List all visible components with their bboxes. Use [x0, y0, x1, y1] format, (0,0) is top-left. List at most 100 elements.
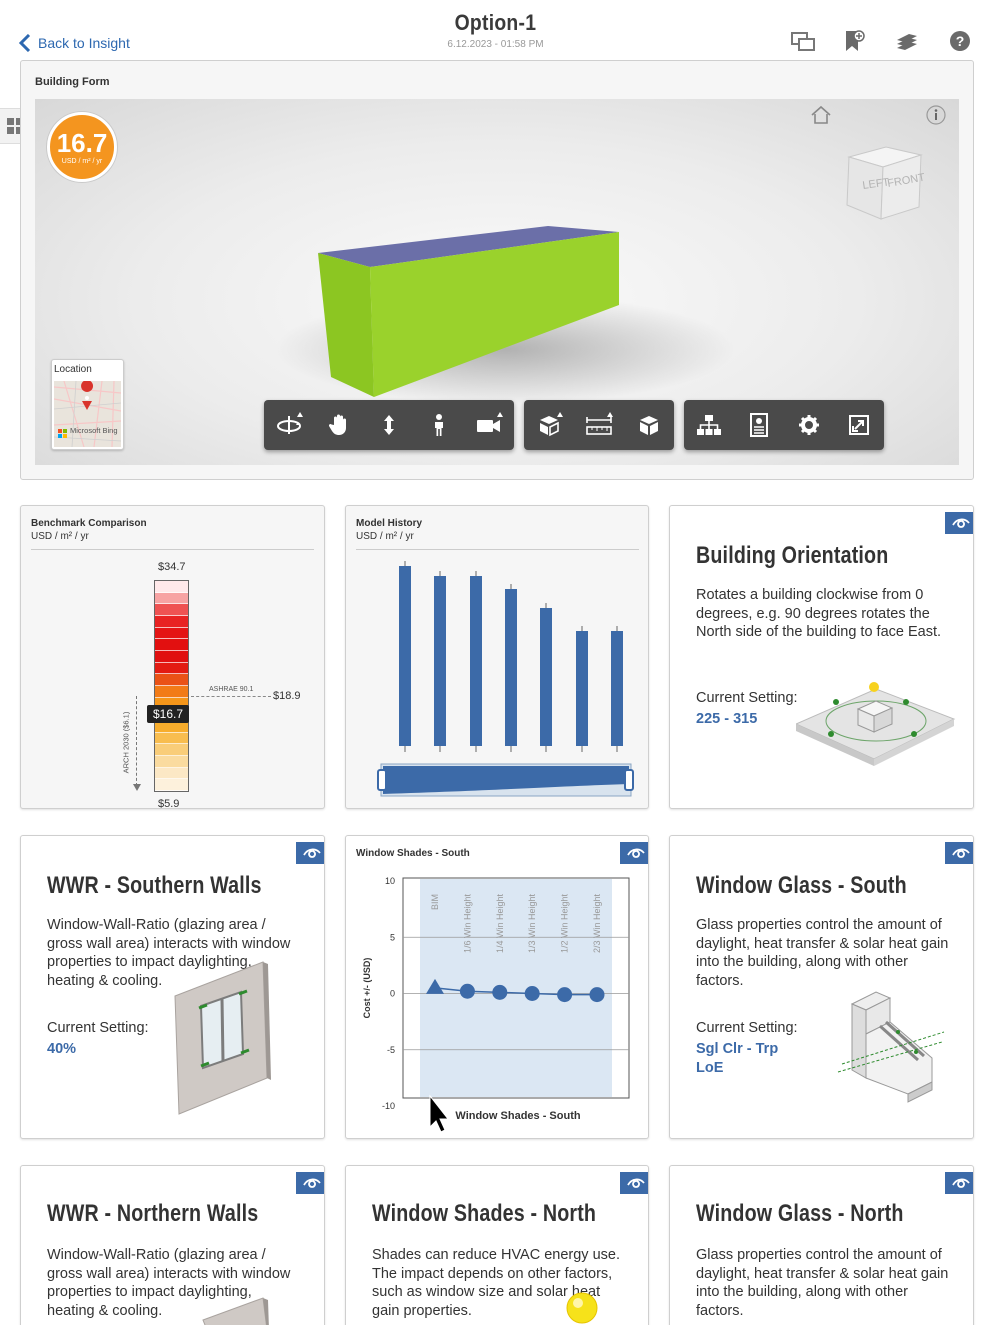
ashrae-value: $18.9: [273, 690, 301, 702]
current-setting-value: 225 - 315: [696, 711, 758, 727]
model-history-card[interactable]: Model History USD / m² / yr: [345, 505, 649, 809]
location-map: Microsoft Bing: [54, 381, 121, 447]
card-description: Glass properties control the amount of d…: [696, 1247, 949, 1319]
x-category-label: 1/6 Win Height: [462, 894, 472, 954]
wwr-wall-illustration: [202, 1297, 269, 1325]
arch-line: [136, 696, 142, 786]
y-tick-label: 0: [390, 989, 395, 999]
eye-swoosh-icon: [952, 1178, 970, 1188]
camera-button[interactable]: [469, 405, 509, 445]
card-title: Window Glass - South: [696, 872, 907, 899]
scale-stripe: [155, 767, 188, 780]
scale-stripe: [155, 732, 188, 745]
eye-swoosh-icon: [303, 848, 321, 858]
location-label: Location: [54, 364, 92, 375]
gear-icon: [799, 415, 819, 435]
ashrae-line: [191, 696, 271, 697]
history-bar: [470, 576, 482, 746]
explode-model-button[interactable]: [529, 405, 569, 445]
shades-north-card[interactable]: Window Shades - North Shades can reduce …: [345, 1165, 649, 1325]
bim-marker: [426, 978, 444, 994]
glass-north-card[interactable]: Window Glass - North Glass properties co…: [669, 1165, 974, 1325]
viewcube[interactable]: LEFT FRONT: [841, 143, 927, 228]
scale-stripe: [155, 627, 188, 640]
building-orientation-card[interactable]: Building Orientation Rotates a building …: [669, 505, 974, 809]
properties-button[interactable]: [739, 405, 779, 445]
location-widget[interactable]: Location Microsoft Bing: [51, 359, 124, 450]
walk-button[interactable]: [419, 405, 459, 445]
benchmark-unit: USD / m² / yr: [31, 531, 89, 542]
expand-badge[interactable]: [945, 842, 973, 864]
expand-badge[interactable]: [296, 1172, 324, 1194]
card-title: WWR - Southern Walls: [47, 872, 262, 899]
expand-badge[interactable]: [620, 1172, 648, 1194]
data-point: [589, 987, 605, 1003]
orbit-button[interactable]: [269, 405, 309, 445]
help-icon[interactable]: ?: [947, 28, 973, 54]
back-label: Back to Insight: [38, 35, 130, 51]
page-timestamp: 6.12.2023 - 01:58 PM: [447, 39, 544, 50]
expand-badge[interactable]: [945, 512, 973, 534]
model-toolbar: [524, 400, 674, 450]
home-view-icon[interactable]: [809, 105, 833, 130]
scale-stripe: [155, 744, 188, 757]
expand-badge[interactable]: [296, 842, 324, 864]
back-to-insight-link[interactable]: Back to Insight: [18, 32, 130, 54]
history-bar: [576, 631, 588, 746]
current-setting-value: Sgl Clr - Trp: [696, 1041, 779, 1057]
map-provider-label: Microsoft Bing: [70, 426, 118, 435]
scale-stripe: [155, 674, 188, 687]
range-handle-left: [377, 769, 387, 791]
x-category-label: BIM: [430, 894, 440, 910]
wwr-wall-illustration: [174, 961, 271, 1115]
wwr-south-card[interactable]: WWR - Southern Walls Window-Wall-Ratio (…: [20, 835, 325, 1139]
expand-badge[interactable]: [620, 842, 648, 864]
history-bar: [540, 608, 552, 746]
scale-stripe: [155, 616, 188, 628]
benchmark-card[interactable]: Benchmark Comparison USD / m² / yr $34.7…: [20, 505, 325, 809]
settings-button[interactable]: [789, 405, 829, 445]
scale-stripe: [155, 651, 188, 663]
scale-stripe: [155, 756, 188, 768]
cost-badge: 16.7 USD / m² / yr: [47, 112, 117, 182]
wwr-north-card[interactable]: WWR - Northern Walls Window-Wall-Ratio (…: [20, 1165, 325, 1325]
person-icon: [435, 414, 443, 436]
eye-swoosh-icon: [627, 1178, 645, 1188]
glass-south-card[interactable]: Window Glass - South Glass properties co…: [669, 835, 974, 1139]
eye-swoosh-icon: [627, 848, 645, 858]
building-roof: [318, 226, 619, 267]
chevron-left-icon: [18, 34, 31, 52]
y-axis-label: Cost +/- (USD): [362, 958, 372, 1019]
scale-stripe: [155, 662, 188, 675]
benchmark-min-label: $5.9: [158, 798, 180, 809]
zoom-button[interactable]: [369, 405, 409, 445]
cost-value: 16.7: [56, 128, 108, 158]
expand-badge[interactable]: [945, 1172, 973, 1194]
navigation-toolbar: [264, 400, 514, 450]
section-box-button[interactable]: [629, 405, 669, 445]
measure-button[interactable]: [579, 405, 619, 445]
compare-windows-icon[interactable]: [790, 28, 816, 54]
camera-icon: [477, 420, 500, 432]
properties-icon: [750, 413, 768, 437]
ashrae-caption: ASHRAE 90.1: [209, 686, 254, 693]
building-side-wall: [370, 232, 619, 397]
layers-icon[interactable]: [894, 28, 920, 54]
bookmark-add-icon[interactable]: [841, 28, 867, 54]
viewcube-left-label: LEFT: [862, 176, 891, 192]
data-point: [524, 986, 540, 1001]
pan-button[interactable]: [319, 405, 359, 445]
current-setting-label: Current Setting:: [696, 1020, 798, 1036]
cube-icon: [640, 416, 658, 435]
sun-icon: [566, 1292, 598, 1324]
scale-stripe: [155, 604, 188, 617]
info-icon[interactable]: [925, 104, 947, 131]
fullscreen-button[interactable]: [839, 405, 879, 445]
scale-stripe: [155, 639, 188, 652]
building-front-wall: [318, 253, 374, 397]
y-tick-label: 10: [385, 876, 395, 886]
model-browser-button[interactable]: [689, 405, 729, 445]
scale-stripe: [155, 779, 188, 792]
header-title-block: Option-1 6.12.2023 - 01:58 PM: [0, 10, 991, 50]
